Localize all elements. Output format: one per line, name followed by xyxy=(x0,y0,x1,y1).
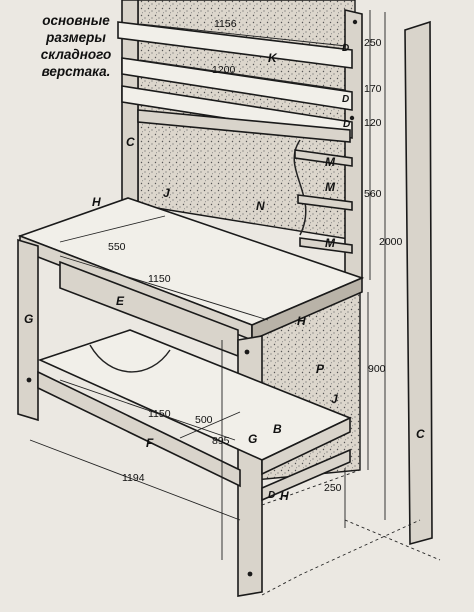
lower-side-rail xyxy=(261,416,351,476)
caption-line-2: размеры xyxy=(46,30,106,45)
dim-lower-shelf-width: 1150 xyxy=(148,408,171,420)
part-label-p: P xyxy=(316,362,325,376)
caption-line-4: верстака. xyxy=(41,64,111,79)
dimline-base-length xyxy=(29,439,241,521)
part-label-n: N xyxy=(256,199,265,213)
dim-shelf-height-top: 250 xyxy=(364,37,382,49)
part-label-m-1: M xyxy=(325,155,336,169)
caption-line-1: основные xyxy=(42,13,110,28)
leg-g-left xyxy=(17,238,39,422)
part-label-h-bottom: H xyxy=(280,489,289,503)
bolt-hole-5 xyxy=(349,115,355,121)
rail-m-1 xyxy=(294,149,353,167)
dimline-shelf-inner xyxy=(139,59,347,91)
part-label-k: K xyxy=(268,51,278,65)
part-label-h-left: H xyxy=(92,195,101,209)
dim-table-width: 1150 xyxy=(148,273,171,285)
dimline-table-width xyxy=(59,255,269,321)
dimline-lower-width xyxy=(59,379,236,441)
dim-lower-shelf-depth: 500 xyxy=(195,414,213,426)
lower-shelf-cutout xyxy=(89,344,171,373)
dim-table-depth: 550 xyxy=(108,241,126,253)
dimline-table-depth xyxy=(59,215,166,243)
part-label-h-front: H xyxy=(297,314,306,328)
rail-m-2 xyxy=(297,194,353,211)
part-label-c-frame: C xyxy=(126,135,135,149)
dim-base-length: 1194 xyxy=(122,472,145,484)
dim-foot-height: 250 xyxy=(324,482,342,494)
foot-rail-h xyxy=(261,448,351,502)
dim-lower-height: 895 xyxy=(212,435,230,447)
bolt-hole-4 xyxy=(352,19,358,25)
tabletop-side-edge xyxy=(251,276,363,342)
caption-line-3: складного xyxy=(40,47,112,62)
part-label-j-lower: J xyxy=(331,392,338,406)
part-label-j-upper: J xyxy=(163,186,170,200)
dim-total-height: 2000 xyxy=(379,236,403,248)
part-label-e: E xyxy=(116,294,125,308)
part-label-g-left: G xyxy=(24,312,33,326)
part-label-d-h-bottom: D xyxy=(268,490,275,501)
dimline-shelf-width xyxy=(139,23,347,47)
shelf-middle xyxy=(121,57,353,111)
dim-shelf-inner: 1200 xyxy=(212,64,236,76)
dim-table-height: 900 xyxy=(368,363,386,375)
part-label-d-2: D xyxy=(342,94,349,105)
side-piece-c xyxy=(404,20,433,546)
part-label-m-3: M xyxy=(325,236,336,250)
dim-shelf-height-mid: 170 xyxy=(364,83,382,95)
rail-m-3 xyxy=(299,237,353,254)
part-label-d-3: D xyxy=(343,119,350,130)
dim-shelf-height-low: 120 xyxy=(364,117,382,129)
part-label-g-front: G xyxy=(248,432,257,446)
dim-back-height: 560 xyxy=(364,188,382,200)
part-label-c-side: C xyxy=(416,427,425,441)
bolt-hole-1 xyxy=(244,349,250,355)
bolt-hole-2 xyxy=(26,377,32,383)
base-rail-f xyxy=(37,370,241,488)
diagram-caption: основные размеры складного верстака. xyxy=(26,12,126,80)
part-label-d-1: D xyxy=(342,43,349,54)
dimline-lower-depth xyxy=(179,411,241,439)
part-label-b: B xyxy=(273,422,282,436)
dim-shelf-width: 1156 xyxy=(214,18,237,30)
part-label-f: F xyxy=(146,436,154,450)
bolt-hole-3 xyxy=(247,571,253,577)
part-label-m-2: M xyxy=(325,180,336,194)
shelf-top xyxy=(117,21,353,69)
dashed-floor-projection xyxy=(261,469,441,596)
shelf-back-rail xyxy=(137,109,351,143)
